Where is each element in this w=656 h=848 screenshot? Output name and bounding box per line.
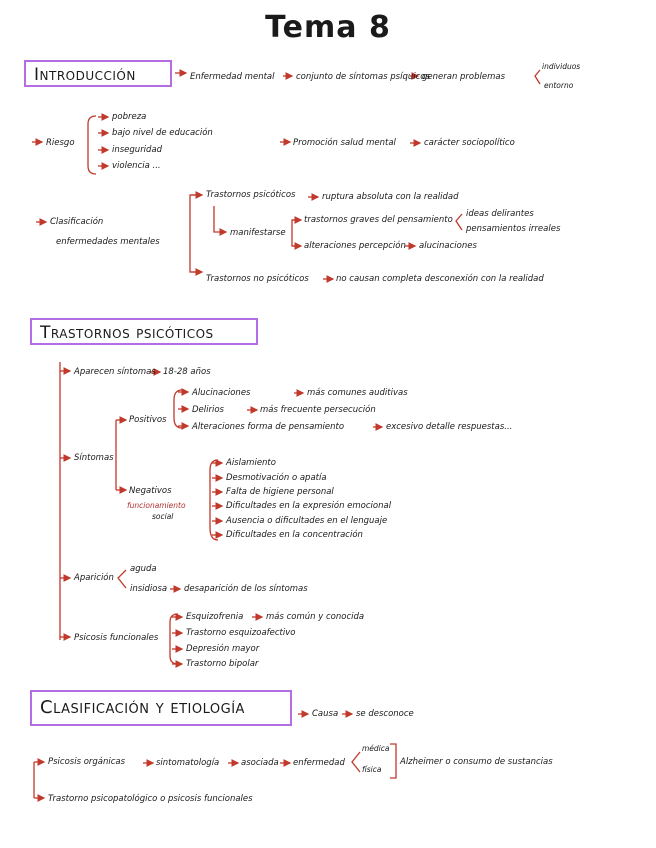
sintomas-label: Síntomas [74,453,114,463]
asociada: asociada [241,758,279,768]
medica: médica [362,744,390,753]
intro-enfermedad-mental: Enfermedad mental [190,72,275,82]
riesgo-label: Riesgo [46,138,75,148]
negativo-item: Aislamiento [226,458,276,468]
riesgo-caracter: carácter sociopolítico [424,138,515,148]
aparicion-aguda: aguda [130,564,157,574]
funcional-item: Depresión mayor [186,644,260,654]
desaparicion-sintomas: desaparición de los síntomas [184,584,308,594]
alzheimer-sustancias: Alzheimer o consumo de sustancias [400,757,553,767]
negativo-item: Falta de higiene personal [226,487,334,497]
clasificacion-label: Clasificación [50,217,104,227]
riesgo-item: inseguridad [112,145,163,155]
intro-conjunto-sintomas: conjunto de síntomas psíquicos [296,72,430,82]
aparecen-sintomas: Aparecen síntomas [74,367,156,377]
no-desconexion: no causan completa desconexión con la re… [336,274,544,284]
pensamientos-irreales: pensamientos irreales [466,224,561,234]
negativos-label: Negativos [129,486,172,496]
positivo-item: Alucinaciones [192,388,251,398]
aparicion-insidiosa: insidiosa [130,584,168,594]
page-title: Tema 8 [265,10,391,45]
psicosis-funcionales-label: Psicosis funcionales [74,633,159,643]
intro-entorno: entorno [544,81,574,90]
negativos-sub-b: social [152,512,174,521]
positivo-detalle: más comunes auditivas [307,388,408,398]
positivo-item: Delirios [192,405,224,415]
trastornos-graves: trastornos graves del pensamiento [304,215,453,225]
trastornos-no-psicoticos: Trastornos no psicóticos [206,274,309,284]
funcional-detalle: más común y conocida [266,612,365,622]
negativo-item: Dificultades en la concentración [226,530,363,540]
section-heading-trastornos-psicoticos: Trastornos psicóticos [30,318,258,345]
funcional-item: Esquizofrenia [186,612,244,622]
positivo-detalle: excesivo detalle respuestas... [386,422,513,432]
psicosis-organicas: Psicosis orgánicas [48,757,126,767]
intro-generan-problemas: generan problemas [422,72,506,82]
funcional-item: Trastorno bipolar [186,659,259,669]
trastorno-psicopatologico: Trastorno psicopatológico o psicosis fun… [48,794,253,804]
negativo-item: Desmotivación o apatía [226,473,327,483]
intro-individuos: individuos [542,62,581,71]
riesgo-item: pobreza [112,112,147,122]
enfermedad: enfermedad [293,758,345,768]
clasificacion-sub: enfermedades mentales [56,237,160,247]
causa-desconoce: se desconoce [356,709,414,719]
edad-aparicion: 18-28 años [163,367,211,377]
funcional-item: Trastorno esquizoafectivo [186,628,296,638]
alteraciones-percepcion: alteraciones percepción [304,241,406,251]
negativo-item: Ausencia o dificultades en el lenguaje [226,516,388,526]
positivo-detalle: más frecuente persecución [260,405,376,415]
causa-label: Causa [312,709,339,719]
manifestarse: manifestarse [230,228,286,238]
positivo-item: Alteraciones forma de pensamiento [192,422,345,432]
ruptura-realidad: ruptura absoluta con la realidad [322,192,459,202]
trastornos-psicoticos: Trastornos psicóticos [206,190,296,200]
section-heading-clasificacion-etiologia: Clasificación y etiología [30,690,292,726]
positivos-label: Positivos [129,415,167,425]
alucinaciones: alucinaciones [419,241,477,251]
negativo-item: Dificultades en la expresión emocional [226,501,392,511]
ideas-delirantes: ideas delirantes [466,209,534,219]
fisica: física [362,765,382,774]
section-heading-introduccion: Introducción [24,60,172,87]
sintomatologia: sintomatología [156,758,220,768]
aparicion-label: Aparición [74,573,114,583]
negativos-sub: funcionamiento [127,501,186,510]
riesgo-promocion: Promoción salud mental [293,138,396,148]
riesgo-item: bajo nivel de educación [112,128,213,138]
riesgo-item: violencia ... [112,161,161,171]
